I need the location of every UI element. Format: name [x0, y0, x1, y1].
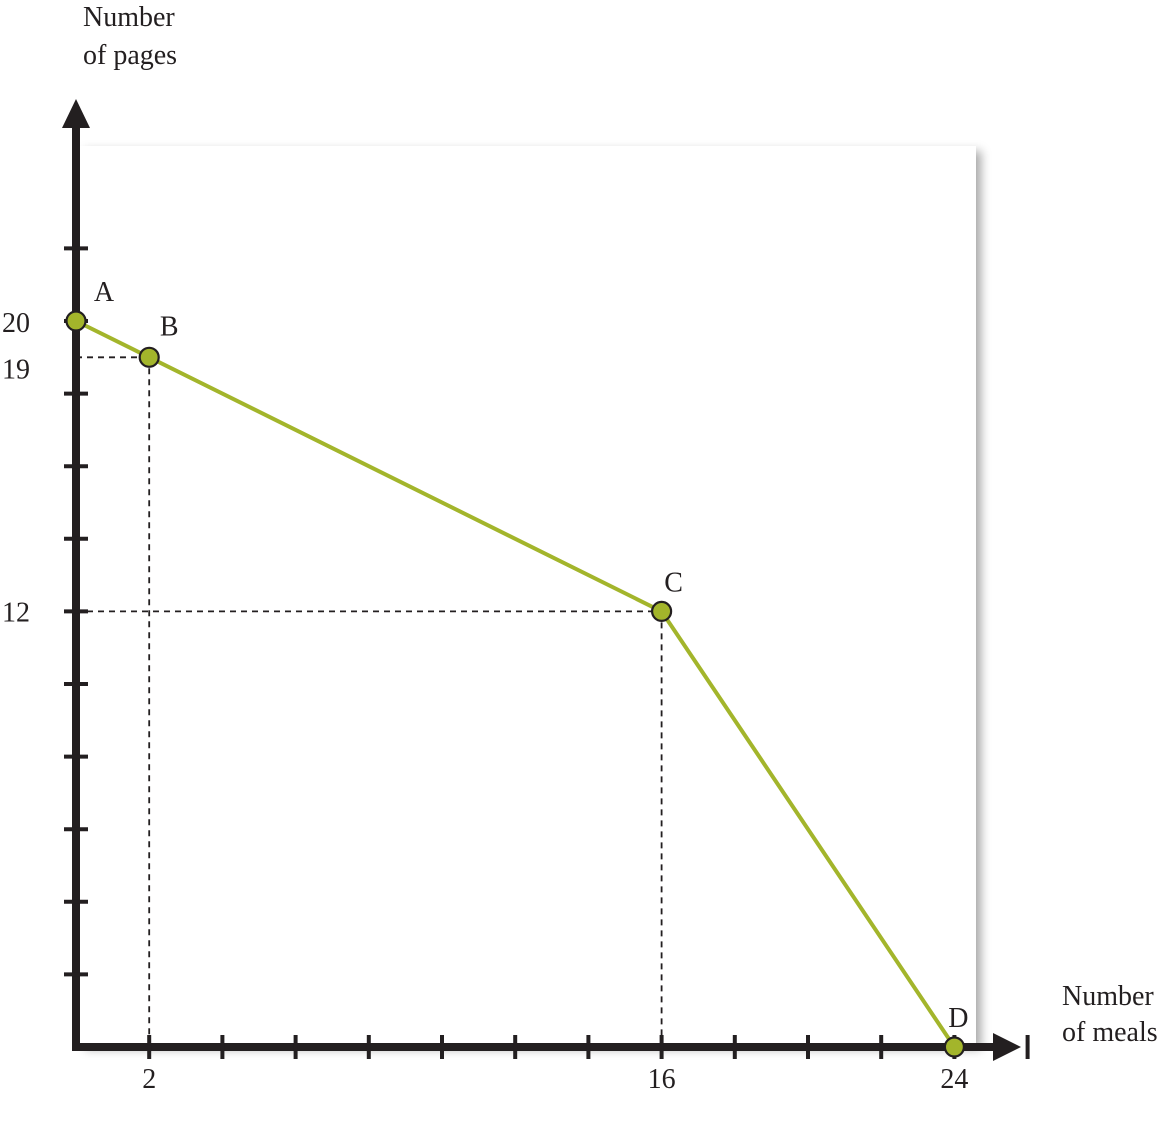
- y-tick-label: 20: [2, 308, 30, 339]
- series-line: [75, 319, 957, 1049]
- data-point-a: [65, 310, 87, 332]
- x-axis-title-line-2: of meals: [1062, 1017, 1158, 1048]
- axes: [62, 99, 1021, 1061]
- x-axis-arrow: [993, 1033, 1021, 1061]
- point-label-d: D: [948, 1003, 968, 1034]
- x-tick-label: 24: [940, 1064, 968, 1095]
- y-tick-label: 12: [2, 597, 30, 628]
- tick-labels: 2 16 24 20 19 12: [2, 308, 968, 1095]
- plot-panel: [80, 146, 976, 1044]
- y-axis-arrow: [62, 99, 90, 128]
- point-label-c: C: [664, 567, 683, 598]
- point-label-b: B: [160, 311, 179, 342]
- data-points: [65, 310, 966, 1058]
- y-axis-title: Number of pages: [83, 2, 177, 71]
- y-axis-title-line-2: of pages: [83, 40, 177, 71]
- x-tick-label: 2: [142, 1064, 156, 1095]
- x-tick-label: 16: [648, 1064, 676, 1095]
- y-axis-title-line-1: Number: [83, 2, 175, 33]
- reference-lines: [76, 356, 663, 1047]
- data-point-d: [943, 1036, 966, 1058]
- data-point-b: [138, 346, 160, 368]
- point-labels: A B C D: [94, 277, 969, 1034]
- y-tick-label: 19: [2, 354, 30, 385]
- x-axis-title-line-1: Number: [1062, 981, 1154, 1012]
- x-axis-title: Number of meals: [1062, 981, 1158, 1048]
- data-point-c: [650, 600, 673, 623]
- point-label-a: A: [94, 277, 115, 308]
